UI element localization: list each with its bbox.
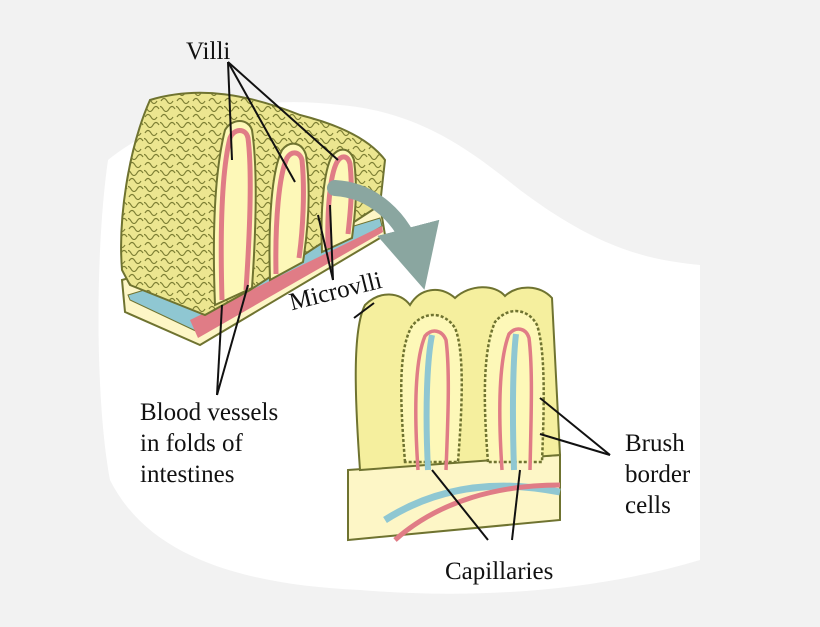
enlarged-base-lymph (383, 482, 561, 523)
zoom-arrow (327, 180, 440, 290)
leader-brush-border-2 (539, 433, 611, 456)
leader-villi-3 (227, 61, 339, 161)
leader-villi-2 (227, 61, 296, 183)
brush-border-label-line-3: cells (625, 492, 671, 519)
leader-capillaries-2 (511, 469, 521, 541)
enlarged-base-vessel (393, 482, 561, 542)
enlarged-villus-left-capillary (414, 329, 451, 471)
blood-vessels-label-line-3: intestines (140, 461, 235, 488)
blood-vessels-label-line-1: Blood vessels (140, 399, 279, 426)
vessel-layer (190, 226, 383, 338)
leader-lines (216, 61, 611, 541)
leader-microvilli-3 (353, 302, 375, 319)
leader-capillaries-1 (431, 469, 489, 541)
enlarged-villus-right-lymph (509, 333, 519, 471)
villus-vessel-1 (218, 128, 253, 301)
leader-villi-1 (227, 61, 233, 161)
leader-blood-vessels-2 (216, 284, 249, 396)
brush-border-label-line-1: Brush (625, 430, 685, 457)
leader-microvilli-2 (329, 204, 334, 281)
enlarged-villus-left-lymph (423, 334, 435, 471)
villi-label: Villi (186, 38, 231, 65)
villus-vessel-3 (325, 154, 354, 249)
villus-vessel-2 (273, 150, 306, 275)
capillaries-label: Capillaries (445, 558, 554, 585)
blood-vessels-label: Blood vessels in folds of intestines (140, 397, 278, 490)
brush-border-label-line-2: border (625, 461, 691, 488)
enlarged-villi-block (347, 286, 562, 542)
leader-blood-vessels-1 (216, 304, 223, 396)
leader-microvilli-1 (317, 214, 334, 281)
enlarged-villus-right-capillary (498, 327, 534, 471)
blood-vessels-label-line-2: in folds of (140, 430, 243, 457)
brush-border-label: Brush border cells (625, 428, 690, 521)
leader-brush-border-1 (539, 397, 611, 456)
